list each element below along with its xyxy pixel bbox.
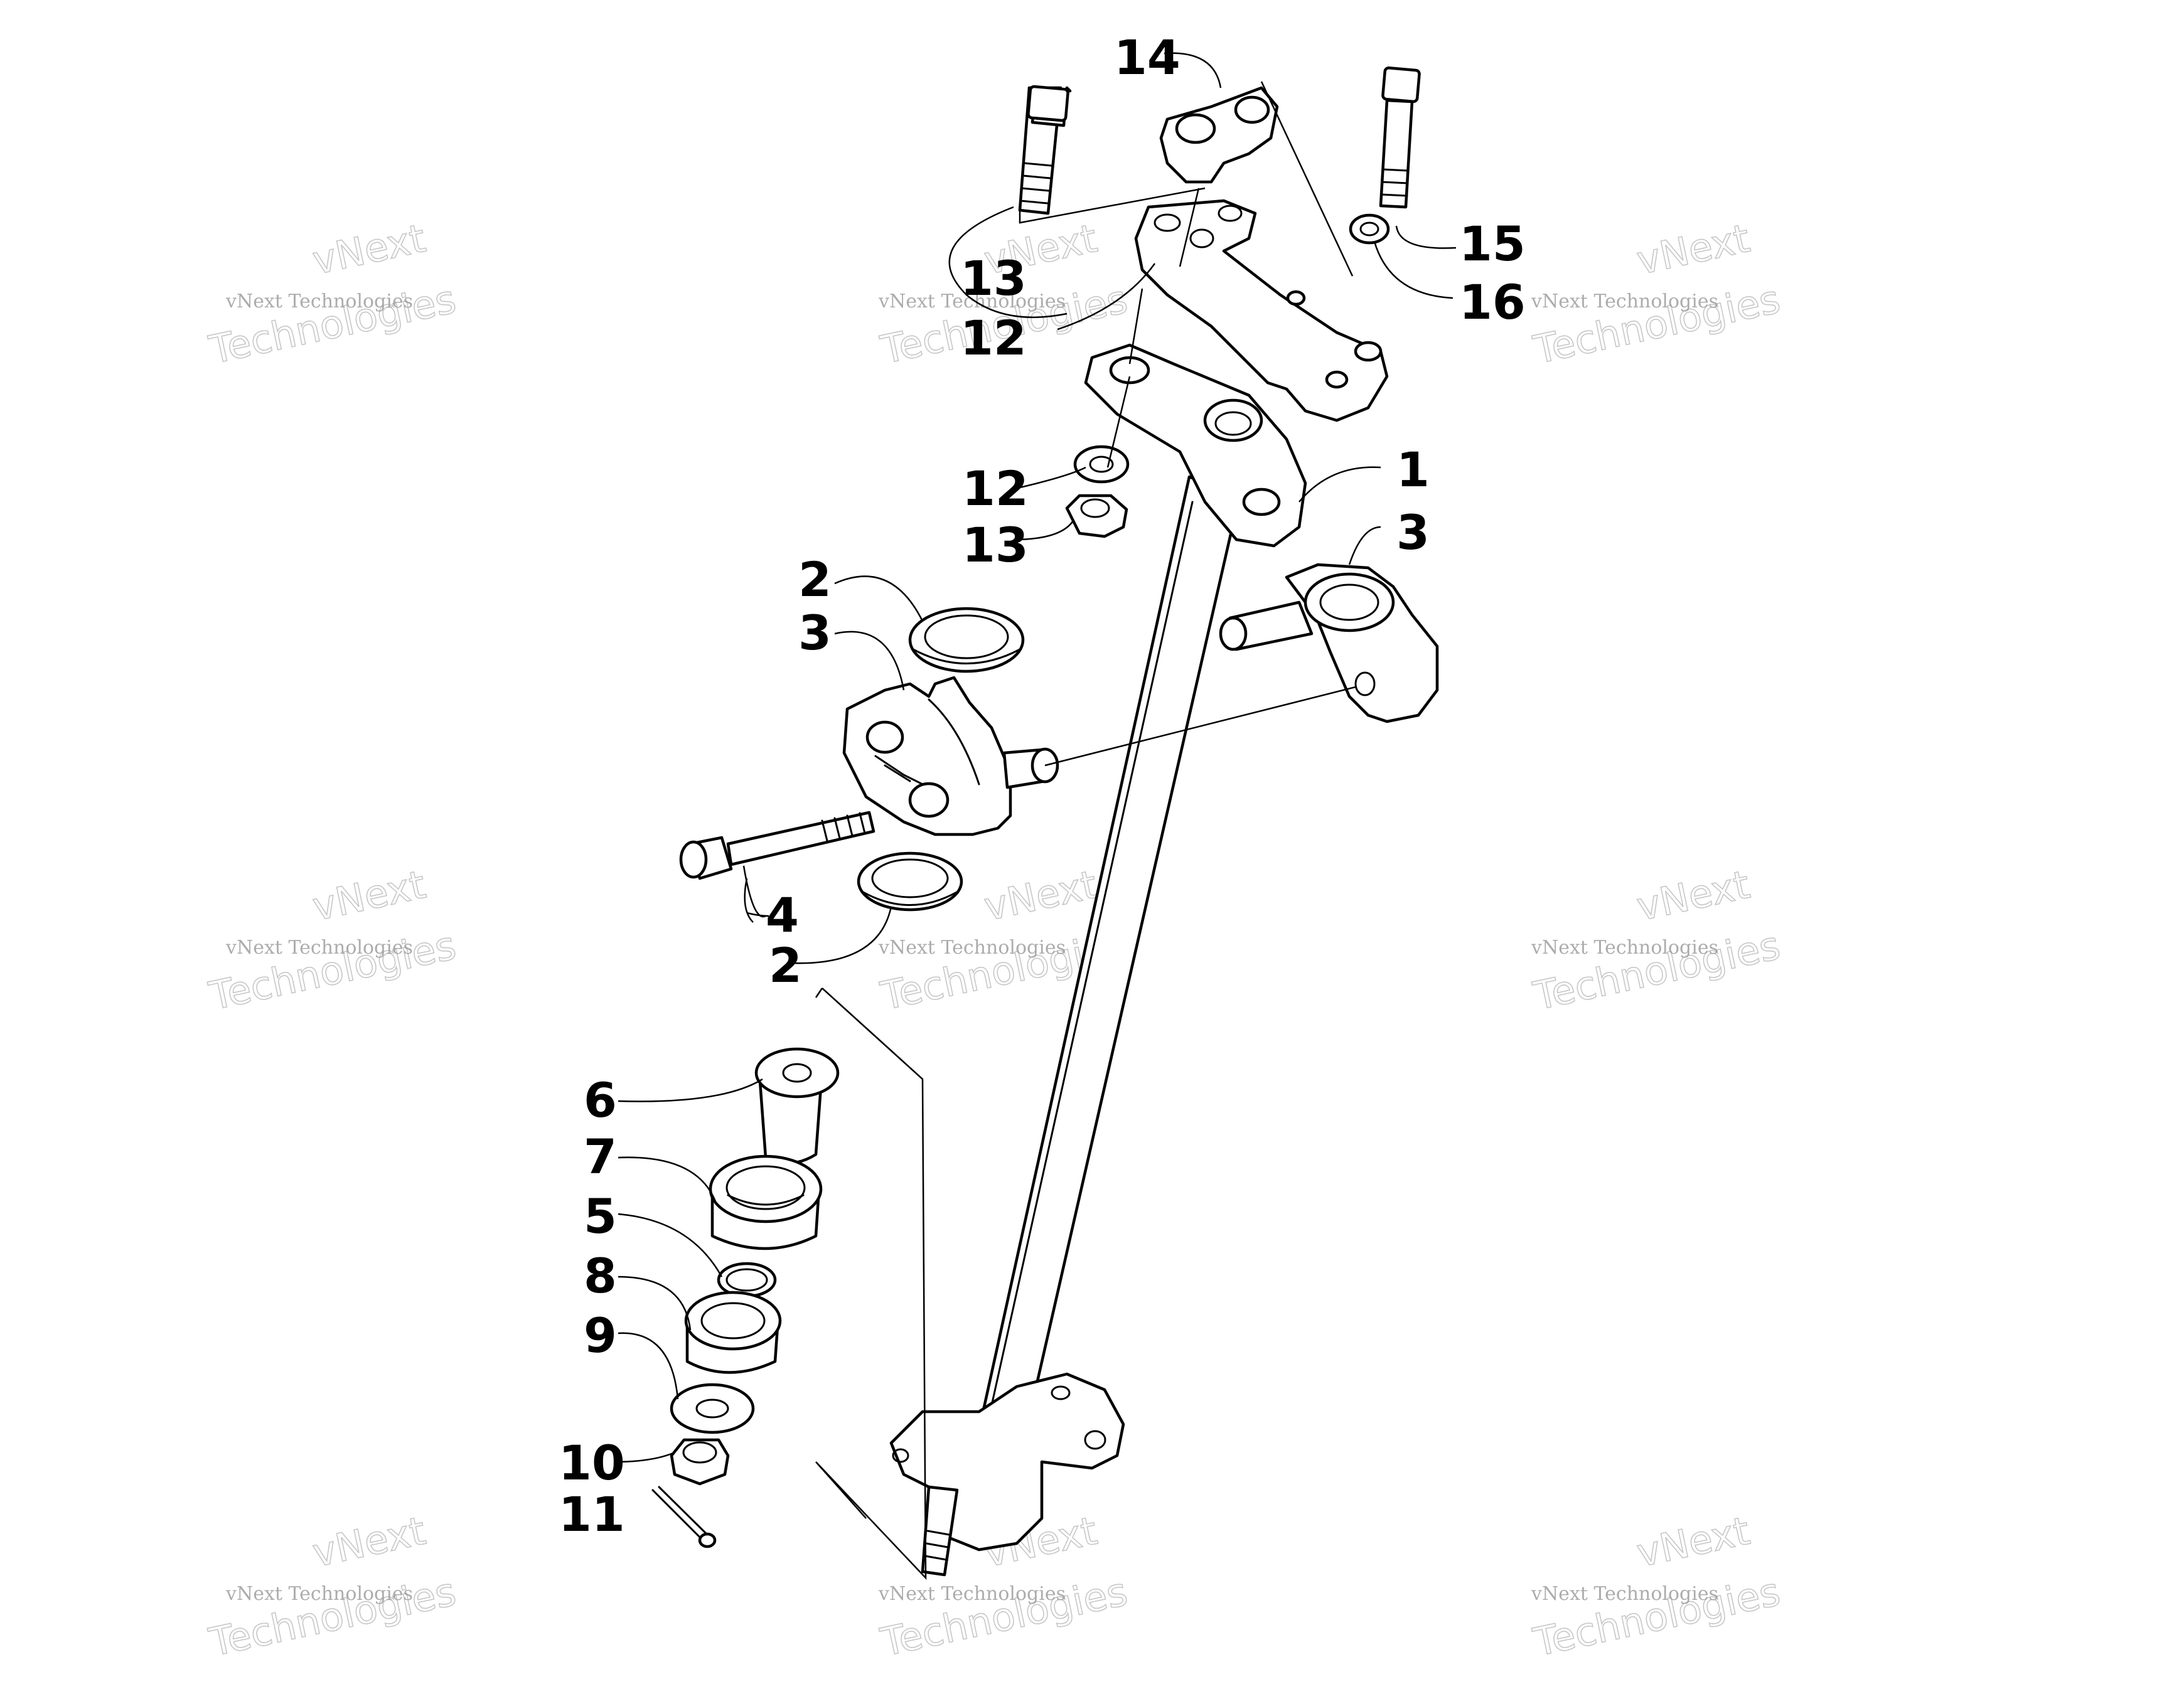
svg-text:vNext Technologies: vNext Technologies: [878, 290, 1066, 312]
bearing-cup-part-7: [709, 1154, 823, 1250]
callout-3-right: 3: [1396, 504, 1430, 560]
nut-part-15: [1065, 494, 1128, 538]
seal-lower-part-2: [857, 851, 963, 912]
bearing-housing-left-part-3: [842, 676, 1059, 836]
lock-washer-part-18: [1349, 213, 1390, 245]
svg-text:vNext Technologies: vNext Technologies: [1531, 1583, 1718, 1605]
upper-plate-part-1: [1084, 343, 1307, 548]
callout-2-upper: 2: [798, 551, 832, 607]
washer-part-9: [670, 1383, 755, 1434]
svg-text:vNext Technologies: vNext Technologies: [1531, 290, 1718, 312]
watermark: vNext vNext Technologies Technologies: [205, 1507, 460, 1666]
svg-text:vNext Technologies: vNext Technologies: [225, 290, 413, 312]
watermark: vNext vNext Technologies Technologies: [876, 215, 1132, 373]
svg-text:vNext Technologies: vNext Technologies: [225, 937, 413, 959]
svg-text:vNext Technologies: vNext Technologies: [878, 937, 1066, 959]
bushing-part-6: [754, 1047, 840, 1165]
callout-6: 6: [584, 1072, 617, 1128]
svg-text:vNext: vNext: [1633, 1508, 1753, 1576]
callout-8: 8: [584, 1248, 617, 1304]
castle-nut-part-10: [670, 1438, 730, 1486]
svg-text:vNext: vNext: [309, 215, 429, 284]
callout-13: 13: [960, 250, 1027, 306]
bearing-part-8: [684, 1291, 782, 1374]
seal-upper-part-2: [908, 607, 1025, 673]
svg-text:vNext Technologies: vNext Technologies: [1531, 937, 1718, 959]
callout-9: 9: [584, 1308, 617, 1363]
svg-text:vNext: vNext: [980, 861, 1101, 930]
callout-3-left: 3: [798, 605, 832, 661]
callout-2-lower: 2: [769, 937, 802, 993]
callout-15: 13: [962, 517, 1029, 573]
callout-12: 12: [960, 310, 1027, 366]
bolt-part-17: [1379, 66, 1421, 209]
svg-text:vNext: vNext: [1633, 861, 1753, 930]
callout-18: 16: [1459, 274, 1526, 330]
steering-post: [889, 475, 1241, 1577]
assembly-lines: [815, 81, 1356, 1580]
watermark: vNext vNext Technologies Technologies: [205, 215, 460, 373]
watermark: vNext vNext Technologies Technologies: [1529, 1507, 1784, 1666]
o-ring-part-5: [717, 1262, 777, 1298]
watermark: vNext vNext Technologies Technologies: [205, 861, 460, 1020]
callout-4: 4: [766, 887, 799, 943]
callout-1: 1: [1396, 442, 1430, 498]
svg-text:vNext: vNext: [309, 1508, 429, 1576]
long-bolt-part-4: [679, 811, 875, 880]
svg-text:vNext: vNext: [1633, 215, 1753, 284]
bearing-housing-right-part-3: [1219, 563, 1439, 723]
svg-text:vNext Technologies: vNext Technologies: [225, 1583, 413, 1605]
callout-11: 11: [559, 1486, 625, 1542]
bolt-part-13: [1018, 85, 1072, 215]
leader-lines: [614, 52, 1457, 1463]
handlebar-cap-part-16: [1159, 86, 1279, 184]
watermark: vNext vNext Technologies Technologies: [1529, 215, 1784, 373]
callout-5: 5: [584, 1188, 617, 1244]
callout-16: 14: [1114, 29, 1180, 85]
callout-14: 12: [962, 461, 1029, 516]
callout-7: 7: [584, 1129, 617, 1185]
handlebar-block-part-12: [1134, 199, 1389, 422]
callout-10: 10: [559, 1435, 625, 1491]
callout-17: 15: [1459, 216, 1526, 272]
svg-text:vNext: vNext: [309, 861, 429, 930]
washer-part-14: [1073, 445, 1130, 484]
svg-text:vNext Technologies: vNext Technologies: [878, 1583, 1066, 1605]
watermark: vNext vNext Technologies Technologies: [1529, 861, 1784, 1020]
cotter-pin-part-11: [651, 1486, 717, 1548]
callouts: 14 13 12 15 16 1 3 12 13 2 3 4 2 6 7 5 8…: [559, 29, 1526, 1542]
